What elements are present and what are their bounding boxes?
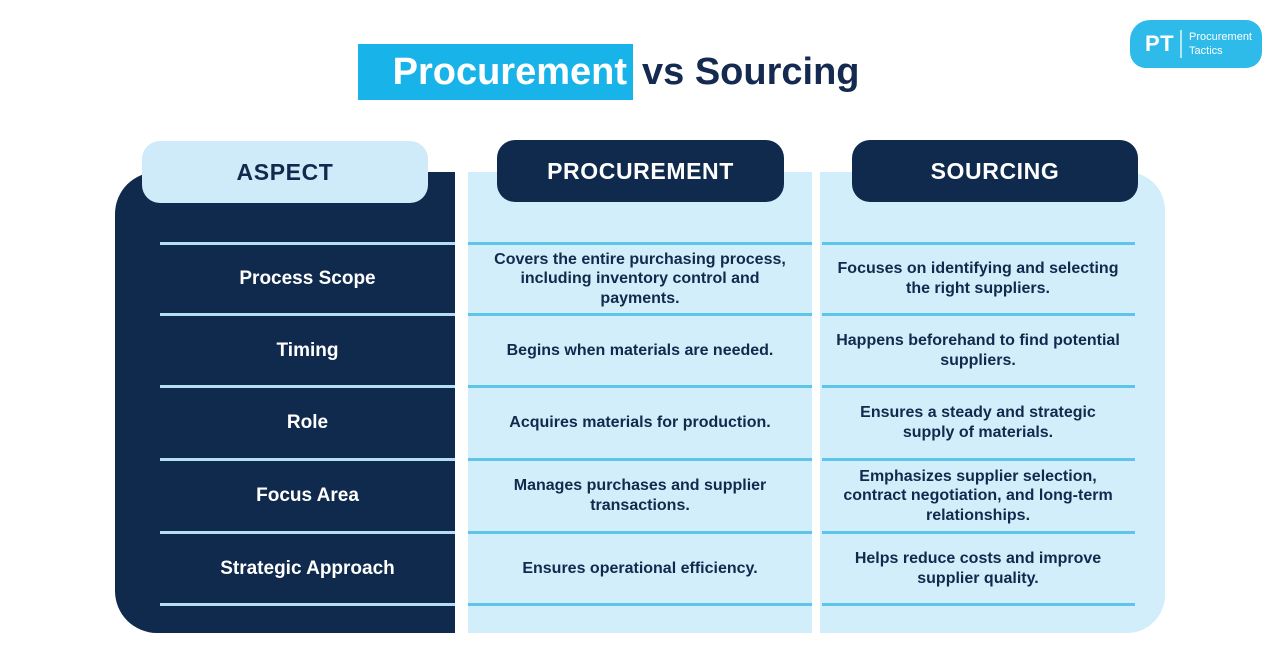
aspect-label: Strategic Approach (220, 557, 395, 579)
sourcing-cell: Focuses on identifying and selecting the… (837, 260, 1119, 297)
aspect-label: Role (286, 412, 329, 433)
row-divider (468, 531, 812, 534)
logo-name: Procurement Tactics (1189, 30, 1252, 59)
row-divider (822, 385, 1135, 388)
logo-name-line1: Procurement (1189, 30, 1252, 43)
row-divider (160, 603, 455, 606)
sourcing-column: Focuses on identifying and selecting the… (820, 172, 1165, 633)
aspect-label: Focus Area (256, 485, 359, 506)
row-divider (468, 603, 812, 606)
row-divider (822, 531, 1135, 534)
brand-logo: PT Procurement Tactics (1130, 20, 1262, 68)
logo-divider (1180, 30, 1183, 58)
row-divider (160, 531, 455, 534)
procurement-cell: Begins when materials are needed. (506, 341, 774, 359)
title-rest: vs Sourcing (642, 50, 860, 93)
row-divider (160, 385, 455, 388)
row-divider (468, 313, 812, 316)
page-title: Procurement vs Sourcing (358, 44, 860, 100)
procurement-cell: Acquires materials for production. (509, 414, 771, 432)
sourcing-cell: Emphasizes supplier selection, contract … (843, 467, 1113, 524)
logo-abbreviation: PT (1145, 31, 1175, 56)
procurement-cell: Ensures operational efficiency. (522, 559, 758, 577)
aspect-column: Process Scope Timing Role Focus Area Str… (115, 172, 455, 633)
row-divider (468, 385, 812, 388)
row-divider (160, 313, 455, 316)
sourcing-cell: Helps reduce costs and improve supplier … (854, 549, 1102, 587)
sourcing-cell: Ensures a steady and strategic supply of… (860, 404, 1096, 441)
aspect-label: Timing (276, 339, 339, 361)
title-highlighted-word: Procurement (358, 44, 633, 100)
row-divider (468, 458, 812, 461)
row-divider (822, 313, 1135, 316)
sourcing-header: SOURCING (852, 140, 1138, 202)
row-divider (822, 458, 1135, 461)
logo-name-line2: Tactics (1189, 45, 1223, 57)
procurement-header: PROCUREMENT (497, 140, 784, 202)
aspect-header: ASPECT (142, 141, 428, 203)
procurement-column: Covers the entire purchasing process, in… (468, 172, 812, 633)
procurement-cell: Manages purchases and supplier transacti… (513, 477, 767, 514)
row-divider (822, 242, 1135, 245)
row-divider (160, 458, 455, 461)
sourcing-cell: Happens beforehand to find potential sup… (836, 331, 1120, 369)
row-divider (822, 603, 1135, 606)
row-divider (468, 242, 812, 245)
procurement-cell: Covers the entire purchasing process, in… (494, 250, 786, 307)
row-divider (160, 242, 455, 245)
aspect-label: Process Scope (239, 268, 376, 289)
